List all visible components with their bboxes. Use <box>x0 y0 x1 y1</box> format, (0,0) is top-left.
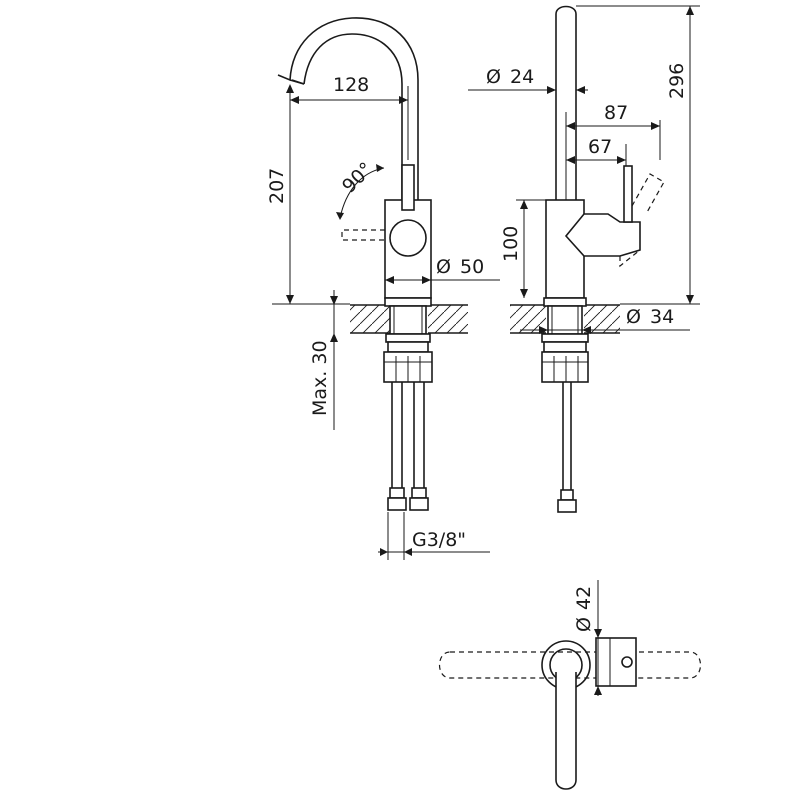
dim-thread: G3/8" <box>412 529 466 551</box>
base-diameter-symbol: Ø <box>436 256 451 278</box>
dim-max-thickness: Max. 30 <box>309 340 331 416</box>
hole-diameter-value: 34 <box>650 306 674 328</box>
dim-height-207: 207 <box>266 168 288 204</box>
side-view <box>468 5 700 513</box>
side-nut <box>541 351 589 383</box>
top-handle-block <box>595 637 637 687</box>
dim-reach-87: 87 <box>604 102 628 124</box>
dimension-labels: 128 207 90° Ø 50 Ø 24 87 67 100 296 Ø 34… <box>266 63 688 632</box>
top-spout-arm <box>555 672 577 790</box>
hole-diameter-symbol: Ø <box>626 306 641 328</box>
spout-diameter-symbol: Ø <box>486 66 501 88</box>
base-diameter-value: 50 <box>460 256 484 278</box>
rotated-handle-dash <box>341 229 385 241</box>
dim-rotation: 90° <box>338 158 377 197</box>
base-collar <box>384 297 432 307</box>
body-diameter-symbol: Ø <box>573 617 595 632</box>
spout-swing-dash <box>438 651 702 679</box>
body-diameter-value: 42 <box>573 586 595 610</box>
dim-height-100: 100 <box>500 226 522 262</box>
dim-spout-reach: 128 <box>333 74 369 96</box>
countertop-hatch-right <box>428 305 468 333</box>
front-view <box>272 17 500 560</box>
countertop-hatch-left <box>350 305 390 333</box>
dim-body-diameter: Ø 42 <box>573 586 595 632</box>
side-lever <box>623 165 633 223</box>
handle-lever <box>401 164 415 211</box>
top-view <box>438 580 702 790</box>
dim-base-diameter: Ø 50 <box>436 256 484 278</box>
dim-hole-diameter: Ø 34 <box>626 306 674 328</box>
side-spout <box>555 5 577 200</box>
dim-total-height: 296 <box>666 63 688 99</box>
dim-reach-67: 67 <box>588 136 612 158</box>
spout-diameter-value: 24 <box>510 66 534 88</box>
side-handle <box>564 213 641 257</box>
handle-knob <box>389 219 427 257</box>
dim-spout-diameter: Ø 24 <box>486 66 534 88</box>
supply-hoses <box>387 382 429 511</box>
